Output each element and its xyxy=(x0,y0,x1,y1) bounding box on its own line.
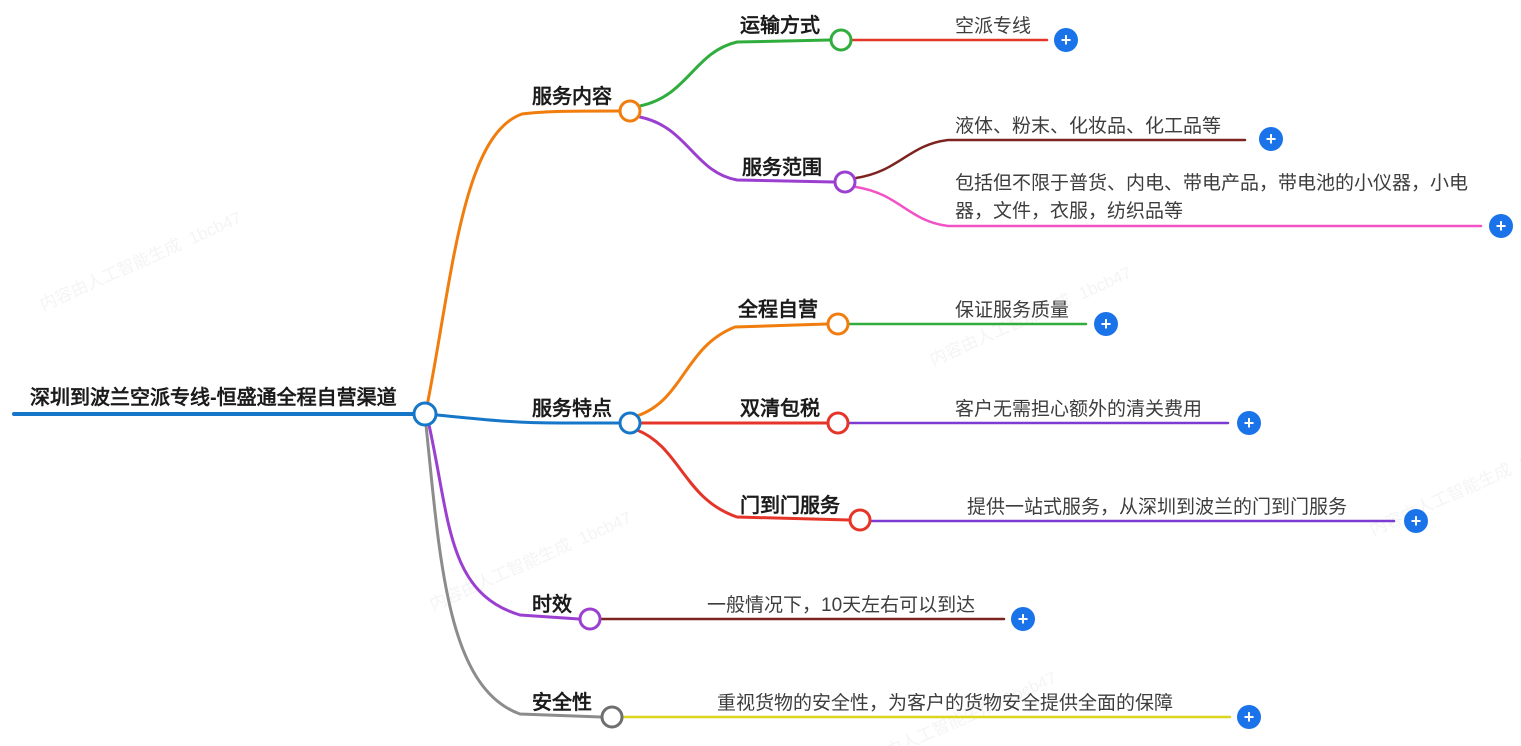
edge-delivery-time xyxy=(427,423,581,621)
leaf-line-scope-restricted xyxy=(854,138,1247,180)
node-service-features[interactable] xyxy=(618,411,642,435)
topic-safety[interactable]: 安全性 xyxy=(532,692,592,714)
topic-transport-mode[interactable]: 运输方式 xyxy=(740,15,820,37)
edge-service-content xyxy=(425,109,621,408)
node-full-self-operation[interactable] xyxy=(826,312,850,336)
topic-service-scope[interactable]: 服务范围 xyxy=(742,157,822,179)
root-topic[interactable]: 深圳到波兰空派专线-恒盛通全程自营渠道 xyxy=(30,387,397,409)
edge-service-features xyxy=(435,413,621,425)
add-child-button-one-stop[interactable]: + xyxy=(1404,509,1428,533)
topic-double-clearance[interactable]: 双清包税 xyxy=(740,398,820,420)
add-child-button-safety-guarantee[interactable]: + xyxy=(1237,705,1261,729)
node-door-to-door[interactable] xyxy=(848,508,872,532)
node-delivery-time[interactable] xyxy=(578,607,602,631)
leaf-service-quality[interactable]: 保证服务质量 xyxy=(955,300,1070,321)
add-child-button-delivery-days[interactable]: + xyxy=(1011,607,1035,631)
edge-safety xyxy=(424,423,603,719)
node-service-content[interactable] xyxy=(618,99,642,123)
node-root[interactable] xyxy=(412,401,438,427)
topic-service-content[interactable]: 服务内容 xyxy=(532,86,612,108)
add-child-button-customs-fee[interactable]: + xyxy=(1237,411,1261,435)
edge-door-to-door xyxy=(635,428,851,522)
leaf-scope-restricted[interactable]: 液体、粉末、化妆品、化工品等 xyxy=(955,116,1222,137)
leaf-one-stop[interactable]: 提供一站式服务，从深圳到波兰的门到门服务 xyxy=(967,497,1348,518)
edge-full-self-operation xyxy=(635,322,829,418)
node-safety[interactable] xyxy=(600,705,624,729)
topic-full-self-operation[interactable]: 全程自营 xyxy=(738,299,818,321)
leaf-scope-general[interactable]: 包括但不限于普货、内电、带电产品，带电池的小仪器，小电器，文件，衣服，纺织品等 xyxy=(955,173,1469,222)
leaf-safety-guarantee[interactable]: 重视货物的安全性，为客户的货物安全提供全面的保障 xyxy=(717,693,1174,714)
topic-door-to-door[interactable]: 门到门服务 xyxy=(740,495,840,517)
leaf-customs-fee[interactable]: 客户无需担心额外的清关费用 xyxy=(955,399,1203,420)
edge-transport-mode xyxy=(638,38,832,108)
add-child-button-scope-general[interactable]: + xyxy=(1489,214,1513,238)
node-service-scope[interactable] xyxy=(833,170,857,194)
edge-service-scope xyxy=(638,115,836,184)
add-child-button-scope-restricted[interactable]: + xyxy=(1259,127,1283,151)
leaf-line-scope-general xyxy=(854,185,1483,228)
add-child-button-service-quality[interactable]: + xyxy=(1094,312,1118,336)
node-double-clearance[interactable] xyxy=(826,411,850,435)
leaf-delivery-days[interactable]: 一般情况下，10天左右可以到达 xyxy=(707,595,976,616)
leaf-air-dispatch[interactable]: 空派专线 xyxy=(955,16,1032,37)
add-child-button-air-dispatch[interactable]: + xyxy=(1054,28,1078,52)
topic-service-features[interactable]: 服务特点 xyxy=(532,398,612,420)
topic-delivery-time[interactable]: 时效 xyxy=(532,594,572,616)
node-transport-mode[interactable] xyxy=(829,28,853,52)
